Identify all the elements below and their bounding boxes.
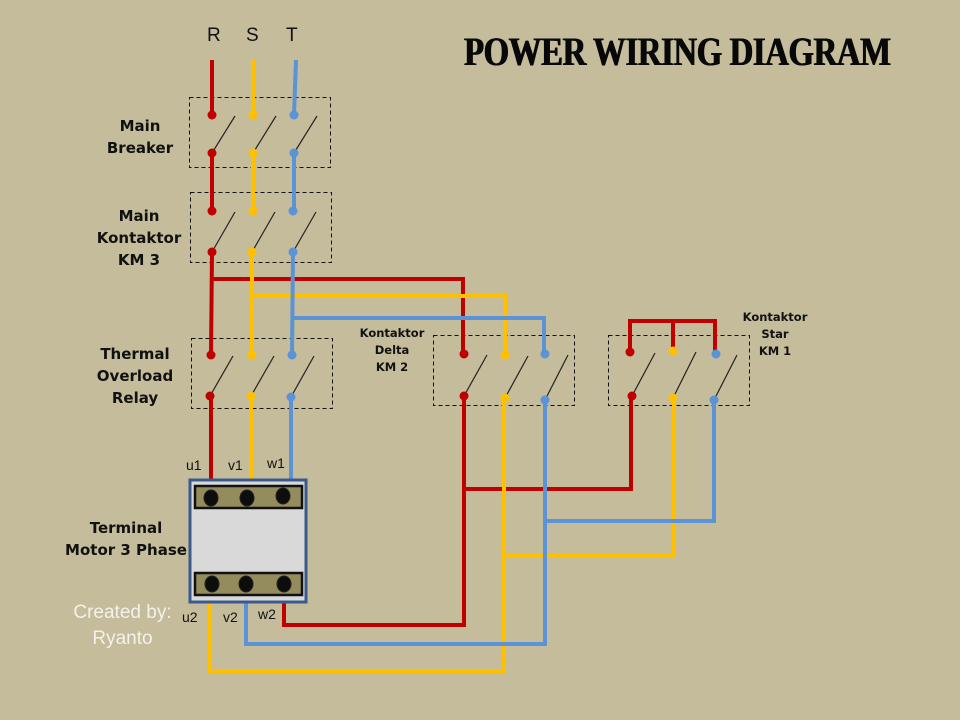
thermal-overload-blade-2 (250, 355, 275, 397)
kontaktor-star-blade-1 (631, 352, 656, 397)
main-breaker-contact-bottom-1 (207, 148, 217, 158)
kontaktor-star-contact-top-3 (711, 349, 721, 359)
kontaktor-star-contact-bottom-3 (709, 395, 719, 405)
main-kontaktor-contact-top-2 (248, 206, 258, 216)
kontaktor-star-blade-3 (713, 354, 738, 401)
wire-s-delta-to-u2 (208, 398, 506, 673)
main-breaker-contact-bottom-2 (248, 148, 258, 158)
phase-label-r: R (207, 25, 221, 46)
thermal-overload-blade-3 (290, 355, 315, 398)
kontaktor-star-contact-top-2 (668, 346, 678, 356)
wire-t-star-to-delta (545, 400, 716, 523)
label-thermal-overload-relay: Thermal Overload Relay (96, 345, 174, 407)
wire-r-star-to-delta (464, 396, 633, 491)
main-breaker-blade-2 (252, 115, 277, 154)
thermal-overload-blade-1 (209, 355, 234, 397)
thermal-overload-contact-bottom-3 (286, 392, 296, 402)
phase-label-t: T (286, 25, 298, 46)
terminal-label-w1: w1 (267, 455, 285, 471)
kontaktor-star-contact-bottom-2 (668, 393, 678, 403)
main-breaker-blade-1 (211, 115, 236, 154)
label-kontaktor-star: Kontaktor Star KM 1 (742, 310, 808, 358)
label-terminal-motor: Terminal Motor 3 Phase (65, 519, 187, 559)
thermal-overload-contact-bottom-1 (205, 391, 215, 401)
kontaktor-delta-contact-bottom-3 (540, 395, 550, 405)
main-kontaktor-blade-1 (211, 211, 236, 253)
terminal-screw-w1 (275, 487, 291, 505)
main-breaker-contact-top-2 (248, 110, 258, 120)
kontaktor-delta-contact-top-2 (500, 350, 510, 360)
main-kontaktor-contact-bottom-2 (247, 247, 257, 257)
label-main-kontaktor: Main Kontaktor KM 3 (96, 207, 182, 269)
terminal-screw-v2 (238, 575, 254, 593)
label-main-breaker: Main Breaker (106, 117, 174, 157)
main-breaker-box (189, 97, 331, 168)
wire-s-star-to-delta (504, 398, 676, 558)
wire-t-supply (292, 59, 298, 116)
diagram-title: POWER WIRING DIAGRAM (464, 29, 891, 74)
main-kontaktor-contact-top-1 (207, 206, 217, 216)
main-breaker-contact-top-3 (289, 110, 299, 120)
terminal-screw-w2 (276, 575, 292, 593)
kontaktor-star-contact-bottom-1 (627, 391, 637, 401)
kontaktor-star-contact-top-1 (625, 347, 635, 357)
kontaktor-delta-contact-bottom-1 (459, 391, 469, 401)
wire-t-to-delta (294, 316, 546, 354)
main-breaker-contact-bottom-3 (289, 148, 299, 158)
main-kontaktor-contact-bottom-1 (207, 247, 217, 257)
terminal-screw-u2 (204, 575, 220, 593)
kontaktor-delta-blade-2 (504, 355, 529, 399)
main-kontaktor-box (190, 192, 332, 263)
main-kontaktor-blade-2 (251, 211, 276, 253)
label-kontaktor-delta: Kontaktor Delta KM 2 (359, 326, 425, 374)
terminal-screw-u1 (203, 489, 219, 507)
thermal-overload-contact-top-3 (287, 350, 297, 360)
kontaktor-delta-blade-3 (544, 354, 569, 401)
kontaktor-delta-contact-bottom-2 (500, 393, 510, 403)
wire-r-delta-to-w2 (282, 396, 466, 627)
credit-text: Created by: Ryanto (73, 602, 172, 649)
terminal-label-u2: u2 (182, 609, 198, 625)
wire-s-to-delta (253, 294, 507, 355)
terminal-screw-v1 (239, 489, 255, 507)
main-breaker-blade-3 (293, 115, 318, 154)
kontaktor-delta-contact-top-3 (540, 349, 550, 359)
terminal-motor-block (188, 478, 308, 604)
thermal-overload-contact-bottom-2 (246, 391, 256, 401)
main-kontaktor-contact-bottom-3 (288, 247, 298, 257)
terminal-label-w2: w2 (258, 606, 276, 622)
terminal-label-v1: v1 (228, 457, 243, 473)
kontaktor-delta-blade-1 (463, 354, 488, 397)
main-breaker-contact-top-1 (207, 110, 217, 120)
kontaktor-delta-contact-top-1 (459, 349, 469, 359)
kontaktor-star-box (608, 335, 750, 406)
terminal-label-v2: v2 (223, 609, 238, 625)
terminal-label-u1: u1 (186, 457, 202, 473)
wire-r-to-delta (213, 277, 465, 354)
phase-label-s: S (246, 25, 259, 46)
thermal-overload-contact-top-2 (247, 350, 257, 360)
thermal-overload-contact-top-1 (206, 350, 216, 360)
thermal-overload-box (191, 338, 333, 409)
kontaktor-star-blade-2 (672, 351, 697, 399)
wire-t-km3-to-tor (290, 251, 295, 356)
main-kontaktor-contact-top-3 (288, 206, 298, 216)
wire-r-km3-to-tor (209, 251, 214, 356)
main-kontaktor-blade-3 (292, 211, 317, 253)
